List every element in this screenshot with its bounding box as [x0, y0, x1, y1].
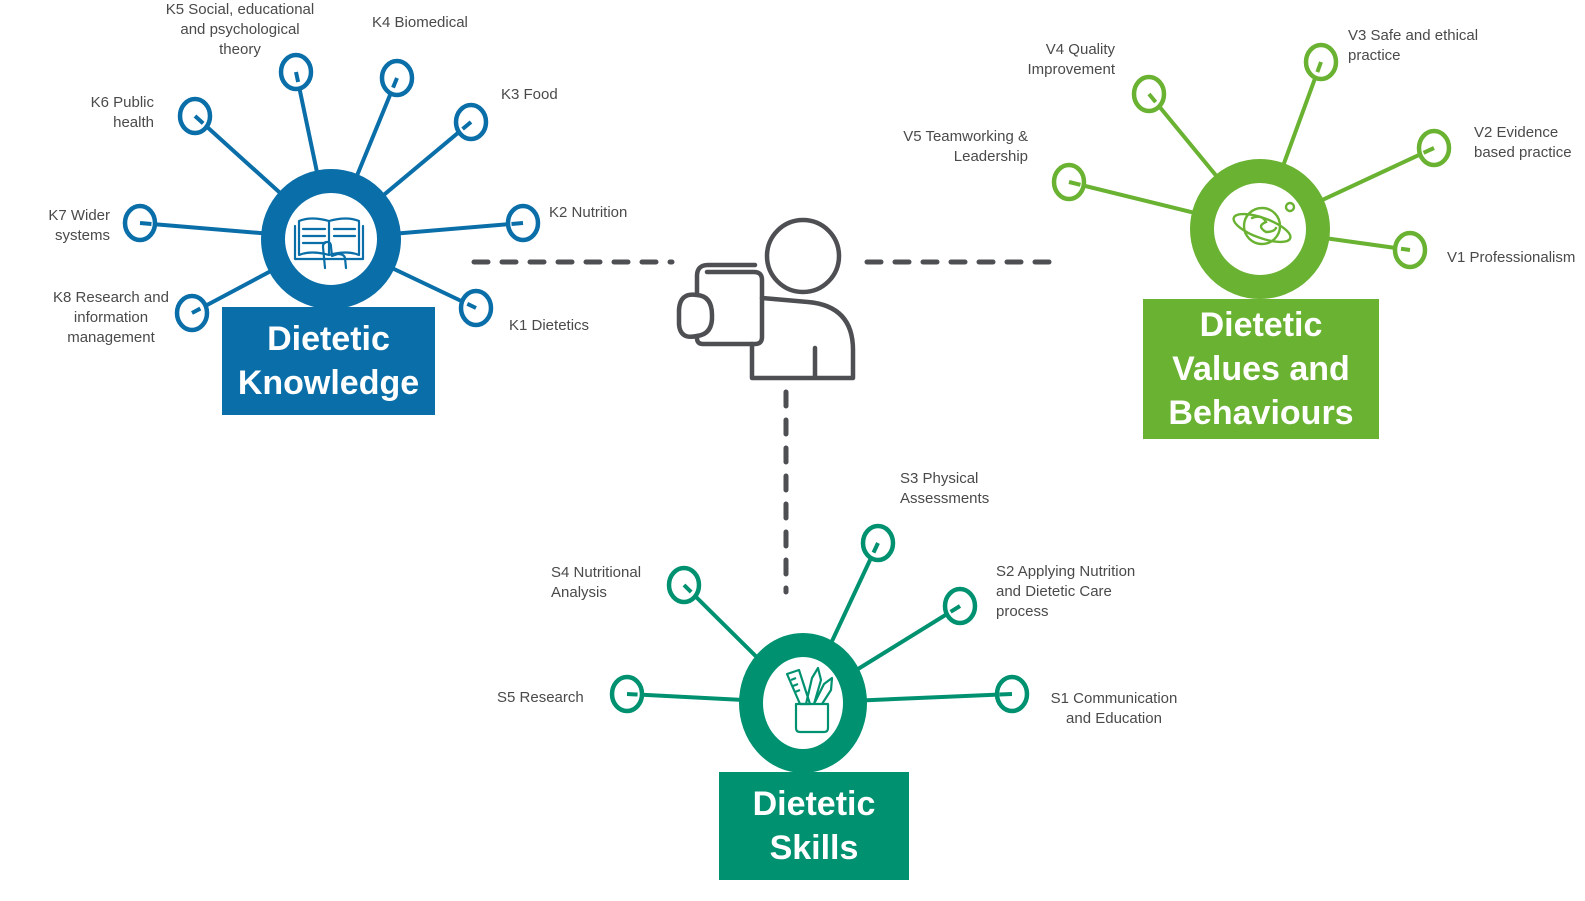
knowledge-hub-ring	[261, 169, 401, 309]
node-stub-v4	[1147, 92, 1158, 104]
values-item-v4: V4 Quality Improvement	[1027, 41, 1115, 78]
skills-item-s4: S4 Nutritional Analysis	[551, 564, 642, 601]
knowledge-title: Dietetic Knowledge	[222, 307, 435, 415]
node-stub-k4	[391, 77, 399, 89]
knowledge-item-k1: K1 Dietetics	[509, 317, 590, 334]
skills-title: Dietetic Skills	[719, 772, 909, 880]
values-hub	[1051, 42, 1452, 299]
node-stub-k6	[193, 114, 205, 125]
values-item-v5: V5 Teamworking & Leadership	[903, 128, 1028, 165]
node-stub-v2	[1422, 146, 1435, 155]
knowledge-item-k2: K2 Nutrition	[549, 204, 628, 221]
node-stub-k3	[461, 120, 473, 131]
node-stub-k8	[191, 306, 202, 315]
node-stub-s3	[871, 542, 880, 554]
values-item-v2: V2 Evidence based practice	[1474, 124, 1572, 161]
knowledge-hub	[122, 52, 541, 333]
knowledge-item-k4: K4 Biomedical	[372, 14, 468, 31]
node-stub-v5	[1068, 180, 1081, 187]
skills-item-s1: S1 Communication and Education	[1050, 690, 1178, 727]
node-stub-s4	[682, 583, 693, 594]
knowledge-item-k5: K5 Social, educational and psychological…	[165, 1, 315, 58]
open-book-hand-icon	[293, 217, 365, 270]
node-stub-k1	[466, 302, 477, 310]
values-title: Dietetic Values and Behaviours	[1143, 299, 1379, 439]
pencil-cup-icon	[785, 666, 834, 734]
knowledge-item-k3: K3 Food	[501, 86, 558, 103]
knowledge-item-k6: K6 Public health	[90, 94, 154, 131]
node-stub-k5	[294, 71, 301, 83]
node-stub-v1	[1400, 246, 1411, 252]
skills-hub	[609, 523, 1030, 773]
connectors	[471, 259, 1066, 595]
skills-item-s2: S2 Applying Nutrition and Dietetic Care …	[996, 563, 1136, 620]
node-stub-k2	[511, 221, 524, 226]
person-with-tablet-icon	[676, 217, 856, 381]
node-stub-s1	[999, 692, 1013, 697]
planet-icon	[1232, 201, 1296, 246]
node-stub-v3	[1315, 61, 1323, 73]
skills-item-s5: S5 Research	[497, 689, 584, 706]
node-stub-s2	[949, 604, 962, 614]
knowledge-item-k8: K8 Research and information management	[53, 289, 169, 346]
values-item-v3: V3 Safe and ethical practice	[1348, 27, 1479, 64]
values-item-v1: V1 Professionalism	[1447, 249, 1576, 266]
node-stub-s5	[626, 692, 638, 697]
skills-item-s3: S3 Physical Assessments	[900, 470, 990, 507]
values-hub-ring	[1190, 159, 1330, 299]
node-stub-k7	[139, 221, 152, 226]
knowledge-item-k7: K7 Wider systems	[48, 207, 110, 244]
